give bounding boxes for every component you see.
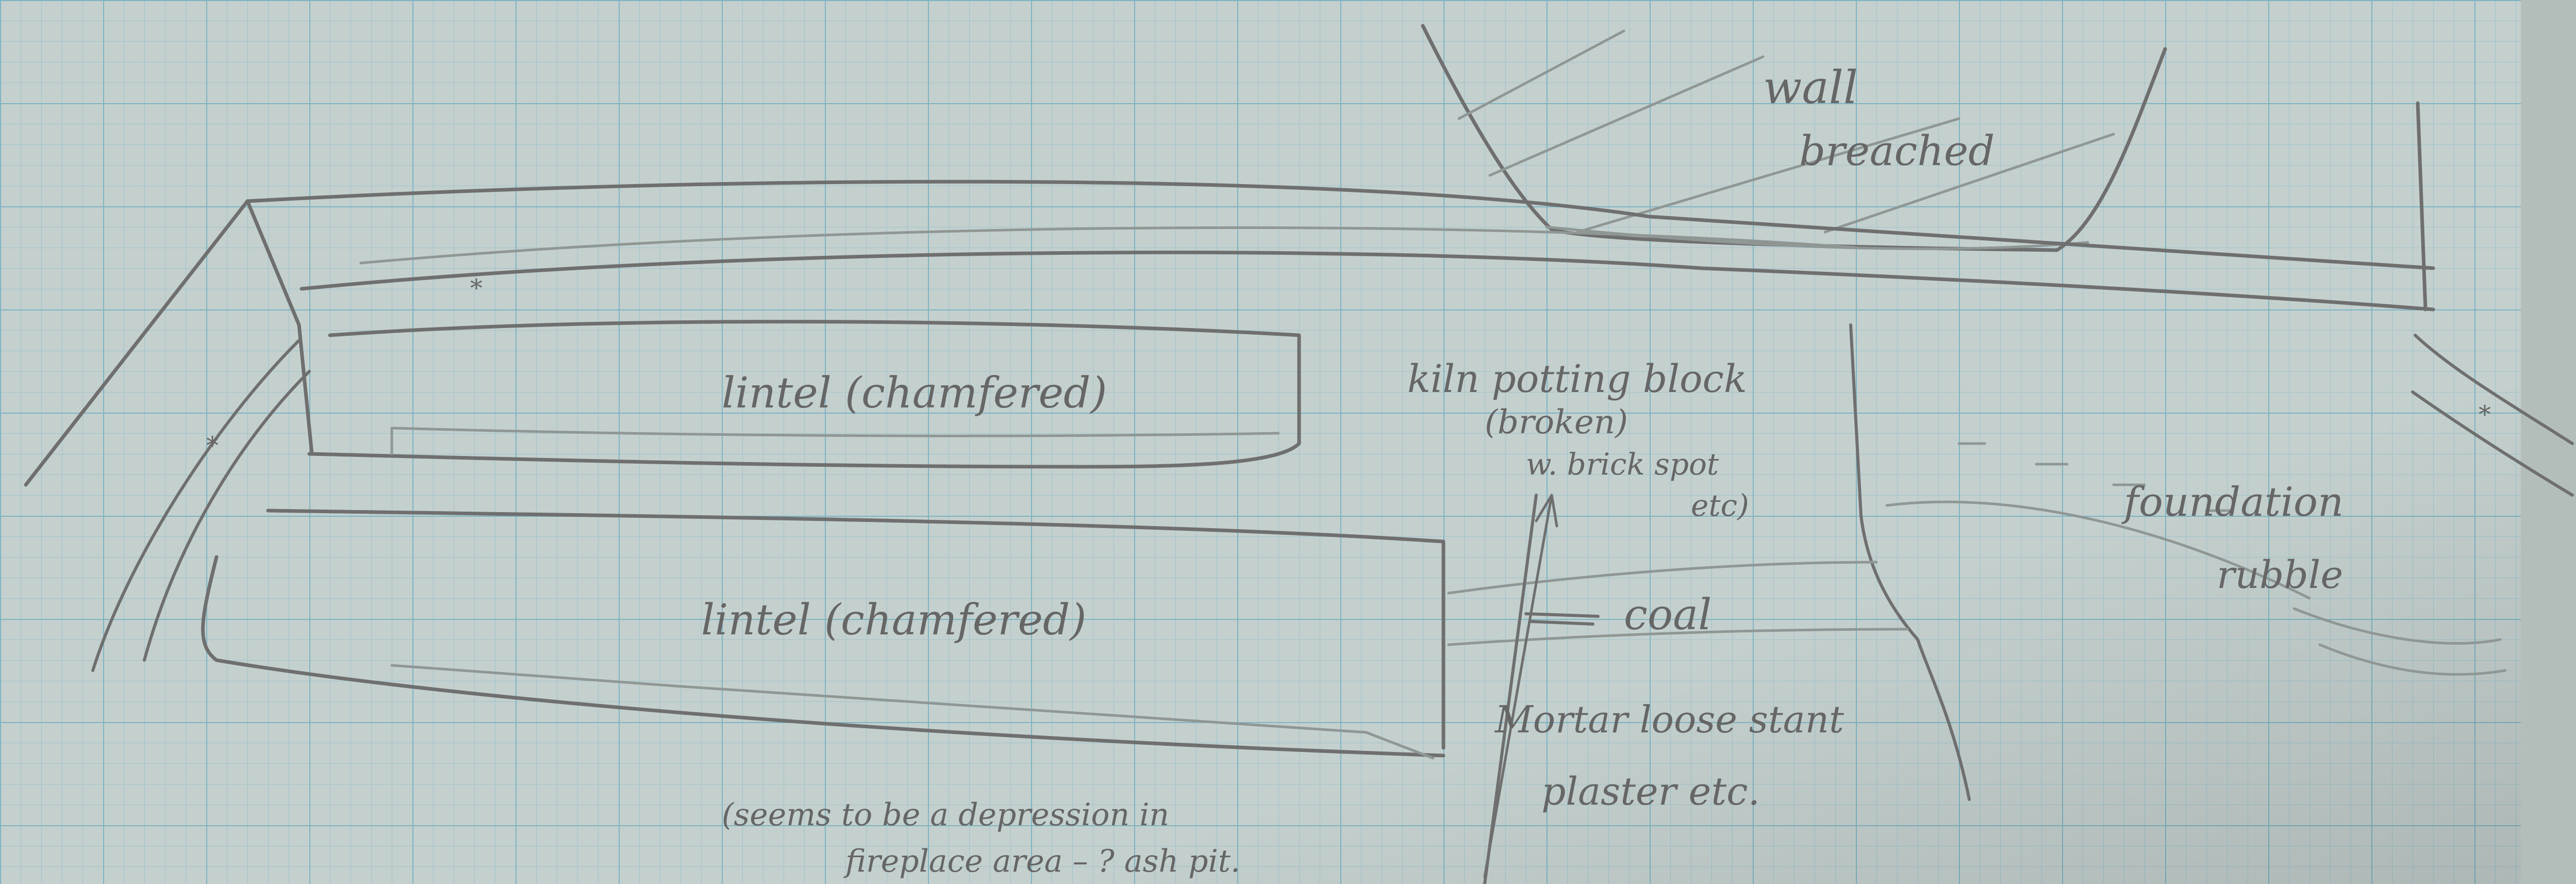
kiln-pointer-arrow (1483, 494, 1558, 878)
label-wall-line2: breached (1799, 127, 1995, 175)
label-fireplace-line1: (seems to be a depression in (722, 797, 1169, 833)
label-fireplace-line2: fireplace area – ? ash pit. (843, 843, 1240, 879)
label-mortar-line1: Mortar loose stant (1494, 698, 1844, 741)
label-mortar-line2: plaster etc. (1541, 770, 1760, 814)
star-mark-2: * (206, 431, 219, 460)
star-mark-1: * (470, 274, 483, 303)
paper-edge (2521, 0, 2576, 884)
label-foundation-line2: rubble (2217, 553, 2343, 597)
label-kiln-line2: (broken) (1485, 403, 1628, 441)
label-kiln-line4: etc) (1691, 488, 1749, 523)
top-beam (245, 101, 2574, 497)
label-kiln-line3: w. brick spot (1526, 447, 1719, 482)
label-foundation-line1: foundation (2121, 479, 2344, 526)
label-lintel-lower: lintel (chamfered) (701, 596, 1087, 645)
label-coal: coal (1624, 591, 1711, 640)
upper-lintel (307, 320, 1301, 469)
left-splay (24, 199, 314, 672)
lower-lintel (201, 509, 1445, 760)
kiln-block-lines (1447, 323, 2507, 884)
label-wall-line1: wall (1763, 61, 1858, 114)
star-mark-3: * (2479, 400, 2491, 429)
label-lintel-upper: lintel (chamfered) (722, 369, 1107, 418)
label-kiln-line1: kiln potting block (1407, 357, 1747, 401)
